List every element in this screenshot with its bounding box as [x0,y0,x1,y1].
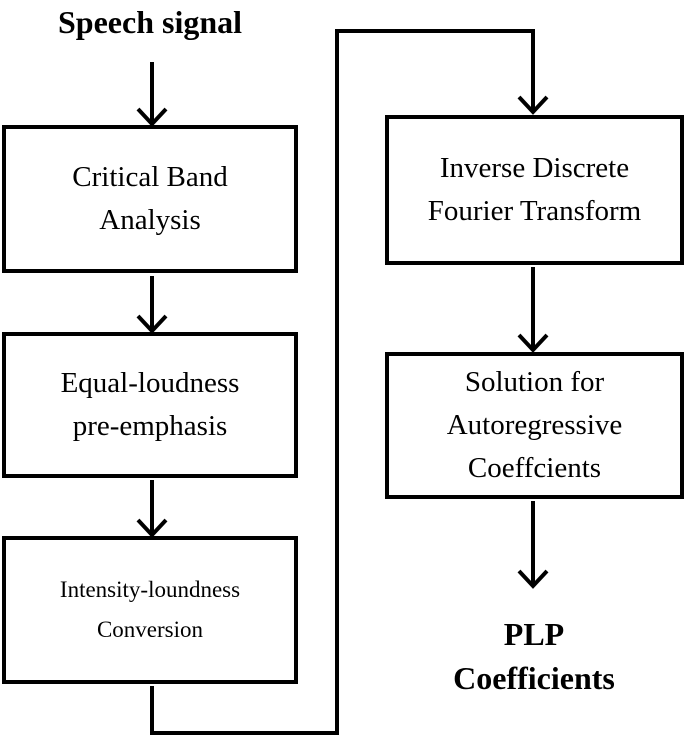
arrow-equal-loudness-to-intensity [136,480,168,538]
node-critical-band-analysis: Critical Band Analysis [2,125,298,273]
arrow-critical-band-to-equal-loudness [136,276,168,334]
node-equal-loudness-pre-emphasis: Equal-loudness pre-emphasis [2,332,298,478]
node-inverse-discrete-fourier-transform: Inverse Discrete Fourier Transform [385,115,684,265]
arrow-inverse-dft-to-solution [517,267,549,353]
node-intensity-loundness-conversion: Intensity-loundness Conversion [2,536,298,684]
speech-signal-label: Speech signal [57,4,243,40]
node-solution-for-autoregressive-coeffcients: Solution for Autoregressive Coeffcients [385,352,684,499]
arrow-intensity-to-inverse-dft [150,29,549,735]
plp-coefficients-label: PLP Coefficients [453,616,615,696]
arrow-speech-to-critical-band [136,62,168,127]
arrow-solution-to-plp-coefficients [517,501,549,589]
